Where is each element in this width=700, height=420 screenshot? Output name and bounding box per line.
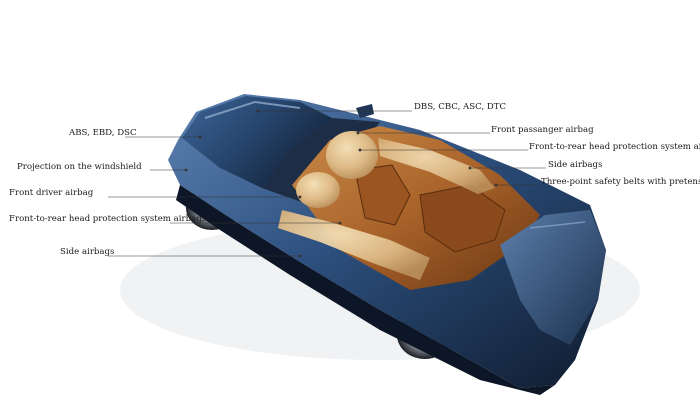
label-side-airbags-left: Side airbags	[60, 247, 115, 257]
hood-highlight	[204, 100, 301, 119]
label-dbs-cbc-asc-dtc: DBS, CBC, ASC, DTC	[414, 102, 507, 112]
label-projection-windshield: Projection on the windshield	[17, 162, 142, 172]
label-front-driver-airbag: Front driver airbag	[9, 188, 94, 198]
passenger-airbag	[326, 131, 378, 179]
front-seat	[354, 164, 411, 226]
label-abs-ebd-dsc: ABS, EBD, DSC	[69, 128, 137, 138]
leader-lines	[108, 110, 546, 257]
driver-airbag	[296, 172, 340, 208]
leader-dots	[184, 109, 498, 258]
label-head-protection-left: Front-to-rear head protection system air…	[9, 214, 207, 224]
car-hood	[182, 96, 332, 188]
car-trunk	[500, 210, 606, 345]
label-three-point-belts: Three-point safety belts with pretension…	[541, 177, 700, 187]
label-front-passenger-airbag: Front passanger airbag	[491, 125, 594, 135]
trunk-highlight	[529, 221, 586, 229]
label-head-protection-right: Front-to-rear head protection system air…	[529, 142, 700, 152]
side-curtain-airbag-left	[278, 210, 430, 280]
label-side-airbags-right: Side airbags	[548, 160, 603, 170]
side-curtain-airbag-right	[378, 138, 495, 194]
